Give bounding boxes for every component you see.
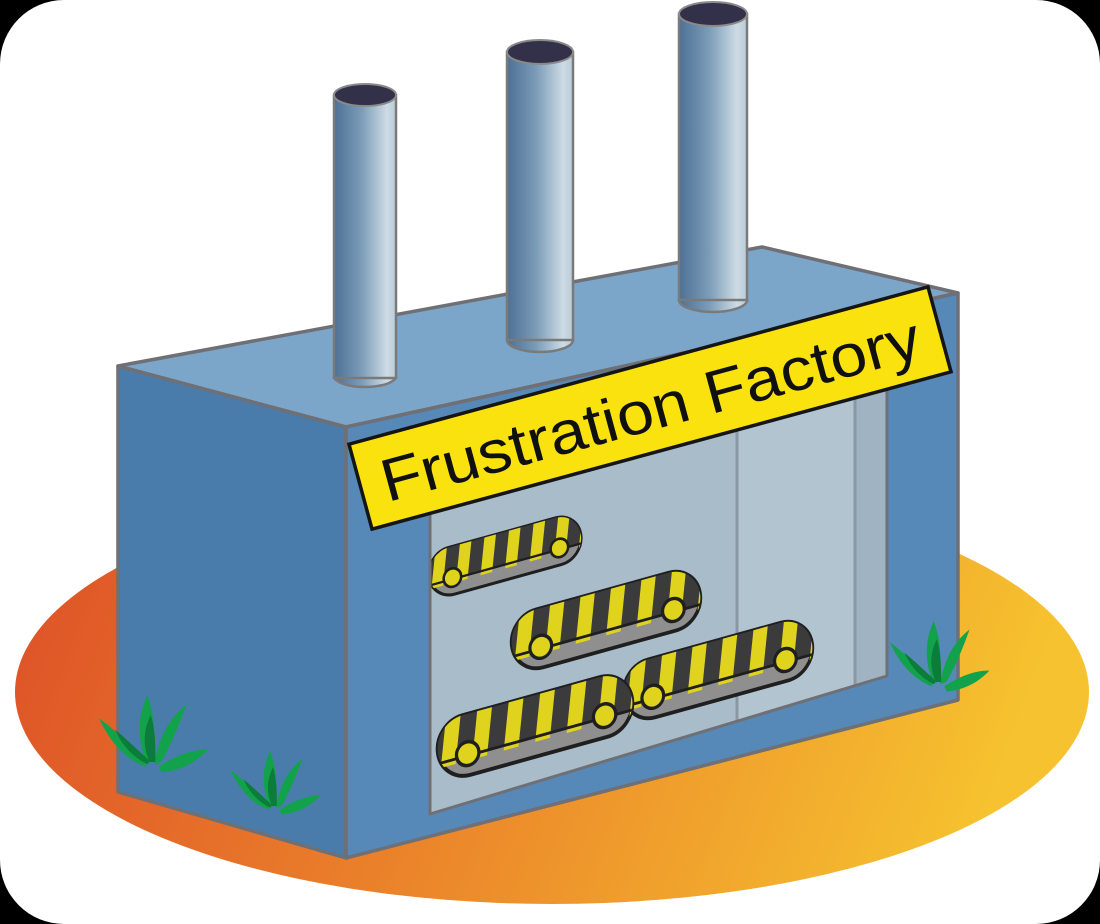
interior-right-panel bbox=[855, 355, 887, 686]
smokestack-3 bbox=[677, 1, 749, 314]
smokestack-1-cap bbox=[333, 83, 397, 107]
smokestack-2-cap bbox=[506, 39, 574, 65]
factory-interior bbox=[423, 355, 887, 814]
factory-sign-board bbox=[346, 284, 954, 532]
smokestacks bbox=[332, 1, 749, 389]
smokestack-3-cap bbox=[678, 1, 748, 27]
building-left-wall bbox=[118, 366, 346, 858]
smokestack-1 bbox=[332, 83, 398, 389]
smokestack-2 bbox=[505, 39, 575, 354]
